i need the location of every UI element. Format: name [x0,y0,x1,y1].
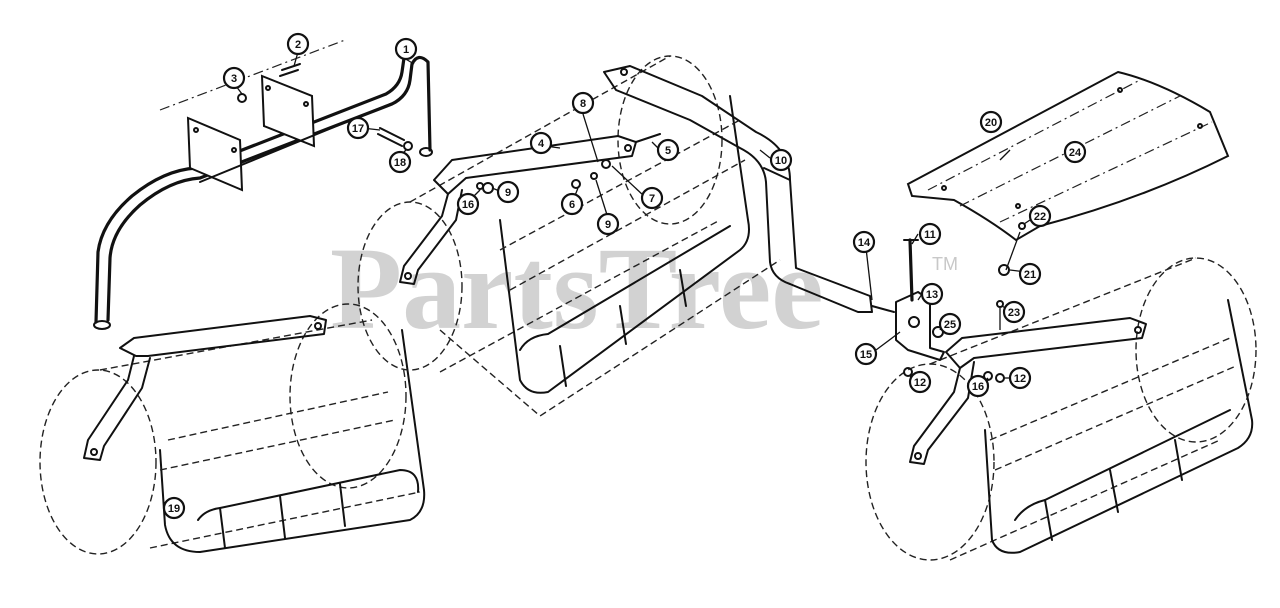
svg-text:16: 16 [462,199,474,211]
right-mount-plate [260,74,316,148]
svg-text:1: 1 [403,44,409,56]
callout-3: 3 [222,66,246,90]
right-roller [865,257,1257,561]
middle-yoke-arm [399,135,637,285]
watermark: PartsTree TM [330,223,958,354]
svg-text:24: 24 [1069,147,1082,159]
nut-3 [237,93,247,103]
svg-text:8: 8 [580,98,586,110]
callout-5: 5 [656,138,680,162]
svg-text:14: 14 [858,237,871,249]
callout-6: 6 [560,192,584,216]
hitch-bar [93,39,433,330]
washer-23 [996,300,1004,308]
middle-roller [357,55,781,417]
callout-11: 11 [918,222,942,246]
svg-text:3: 3 [231,73,237,85]
callout-13: 13 [920,282,944,306]
washer-16-right [983,371,993,381]
svg-text:2: 2 [295,39,301,51]
callout-25: 25 [938,312,962,336]
svg-text:22: 22 [1034,211,1046,223]
left-mount-plate [186,116,244,192]
svg-text:12: 12 [914,377,926,389]
frame-arm [603,65,873,313]
spring-14 [871,305,895,313]
callout-15: 15 [854,342,878,366]
bolt-2 [279,63,301,77]
callout-2: 2 [286,32,310,56]
washer-16 [476,182,484,190]
svg-text:11: 11 [924,229,936,241]
svg-text:6: 6 [569,199,575,211]
callout-19: 19 [162,496,186,520]
callout-4: 4 [529,131,553,155]
svg-text:9: 9 [505,187,511,199]
svg-text:12: 12 [1014,373,1026,385]
washer-18 [403,141,413,151]
callout-21: 21 [1018,262,1042,286]
leader-lines [235,51,1037,385]
svg-text:5: 5 [665,145,671,157]
svg-text:23: 23 [1008,307,1020,319]
screw-22 [1018,222,1026,230]
callout-22: 22 [1028,204,1052,228]
svg-text:4: 4 [538,138,545,150]
callout-20: 20 [979,110,1003,134]
watermark-trademark: TM [932,254,958,274]
callout-12-right: 12 [1008,366,1032,390]
nut-12 [903,367,913,377]
callout-24: 24 [1063,140,1087,164]
svg-text:17: 17 [352,123,364,135]
svg-text:16: 16 [972,381,984,393]
svg-text:10: 10 [775,155,787,167]
right-yoke-arm [909,317,1147,465]
svg-text:13: 13 [926,289,938,301]
callout-1: 1 [394,37,418,61]
svg-text:20: 20 [985,117,997,129]
callout-12-left: 12 [908,370,932,394]
callout-9-upper: 9 [496,180,520,204]
callout-16-left: 16 [456,192,480,216]
bolt-11 [908,238,914,302]
callout-10: 10 [769,148,793,172]
watermark-text: PartsTree [330,223,824,354]
callout-18: 18 [388,150,412,174]
callout-16-right: 16 [966,374,990,398]
callout-8: 8 [571,91,595,115]
svg-text:15: 15 [860,349,872,361]
callout-14: 14 [852,230,876,254]
svg-text:18: 18 [394,157,406,169]
callout-7: 7 [640,186,664,210]
svg-text:25: 25 [944,319,956,331]
nut-9 [482,182,494,194]
svg-text:7: 7 [649,193,655,205]
bolt-5 [635,133,661,143]
nut-21 [998,264,1010,276]
left-yoke-arm [83,315,327,461]
svg-text:21: 21 [1024,269,1036,281]
bolt-17 [377,127,405,147]
left-roller [39,303,426,555]
callout-9-lower: 9 [596,212,620,236]
callout-17: 17 [346,116,370,140]
callout-23: 23 [1002,300,1026,324]
svg-text:9: 9 [605,219,611,231]
svg-text:19: 19 [168,503,180,515]
